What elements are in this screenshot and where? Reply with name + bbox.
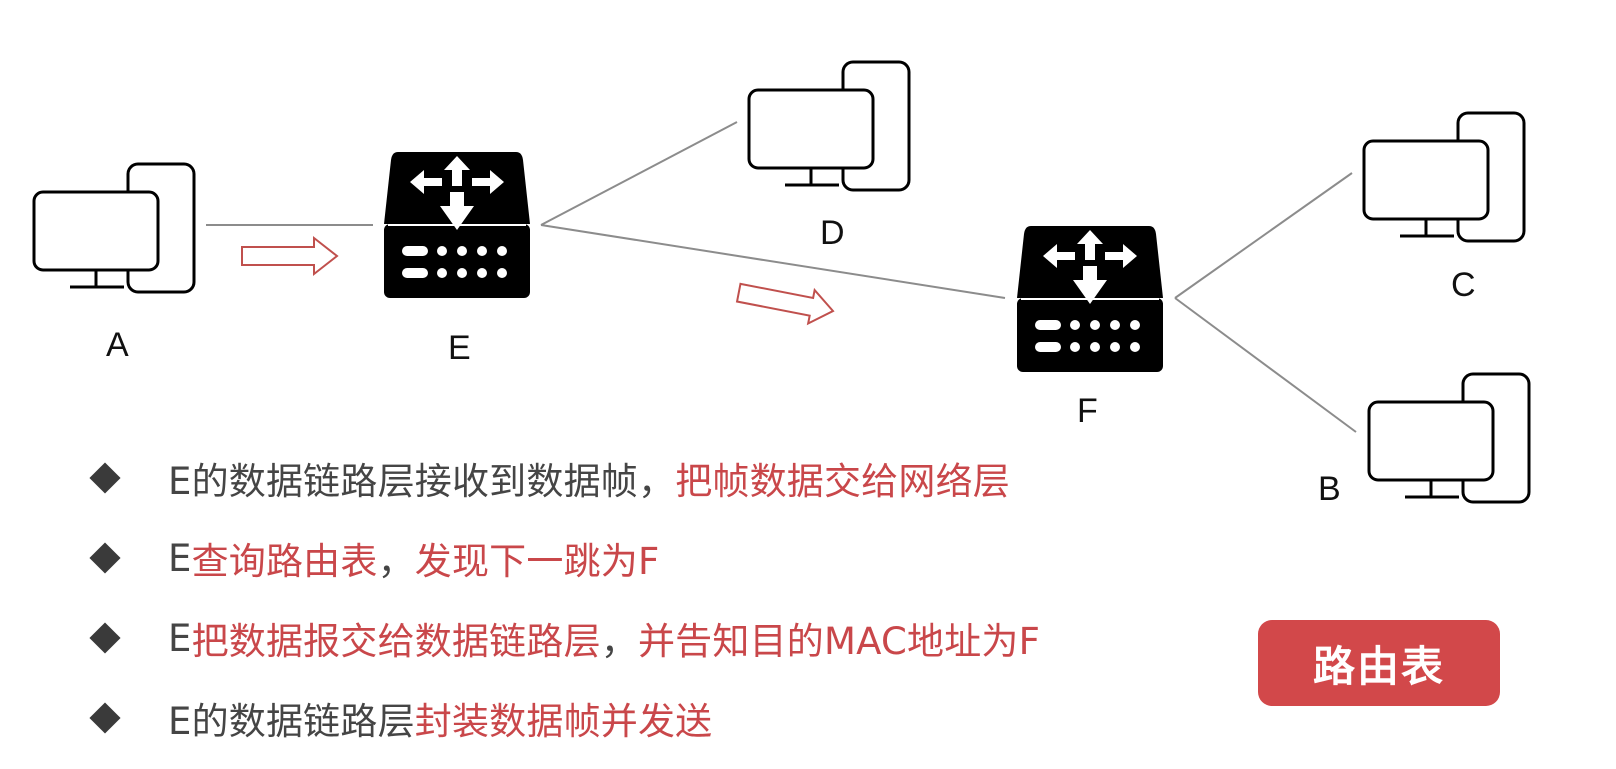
computer-d-icon xyxy=(747,60,911,192)
router-f-icon xyxy=(1016,225,1164,373)
node-label-a: A xyxy=(106,326,129,364)
computer-c-icon xyxy=(1362,111,1526,243)
diamond-bullet-icon xyxy=(89,462,121,494)
router-e-icon xyxy=(383,151,531,299)
node-label-e: E xyxy=(448,329,471,367)
route-table-button[interactable]: 路由表 xyxy=(1258,620,1500,706)
step-3-highlight: 把数据报交给数据链路层 xyxy=(191,620,601,663)
flow-arrow-e-to-f xyxy=(735,282,835,326)
step-1-plain: E的数据链路层接收到数据帧， xyxy=(168,460,676,503)
diamond-bullet-icon xyxy=(89,622,121,654)
step-3-separator: ， xyxy=(600,620,638,663)
computer-a-icon xyxy=(32,162,196,294)
step-2-separator: ， xyxy=(377,540,415,583)
node-label-f: F xyxy=(1077,392,1098,430)
step-3-plain: E xyxy=(168,616,192,660)
step-item-1: E的数据链路层接收到数据帧，把帧数据交给网络层 xyxy=(88,438,1040,518)
step-1-highlight: 把帧数据交给网络层 xyxy=(675,460,1010,503)
node-label-b: B xyxy=(1318,470,1341,508)
link-f-c xyxy=(1174,172,1353,299)
node-label-d: D xyxy=(820,214,845,252)
diamond-bullet-icon xyxy=(89,542,121,574)
step-item-4: E的数据链路层封装数据帧并发送 xyxy=(88,678,1040,758)
link-e-d xyxy=(540,121,738,226)
step-2-highlight: 查询路由表 xyxy=(191,540,378,583)
step-4-plain: E的数据链路层 xyxy=(168,700,415,743)
diamond-bullet-icon xyxy=(89,702,121,734)
step-2-highlight-2: 发现下一跳为F xyxy=(414,540,660,583)
step-4-highlight: 封装数据帧并发送 xyxy=(414,700,713,743)
flow-arrow-a-to-e xyxy=(241,235,339,277)
link-e-f xyxy=(540,224,1006,299)
node-label-c: C xyxy=(1451,266,1476,304)
link-f-b xyxy=(1174,297,1357,433)
step-3-highlight-2: 并告知目的MAC地址为F xyxy=(637,620,1041,663)
computer-b-icon xyxy=(1367,372,1531,504)
step-2-plain: E xyxy=(168,536,192,580)
